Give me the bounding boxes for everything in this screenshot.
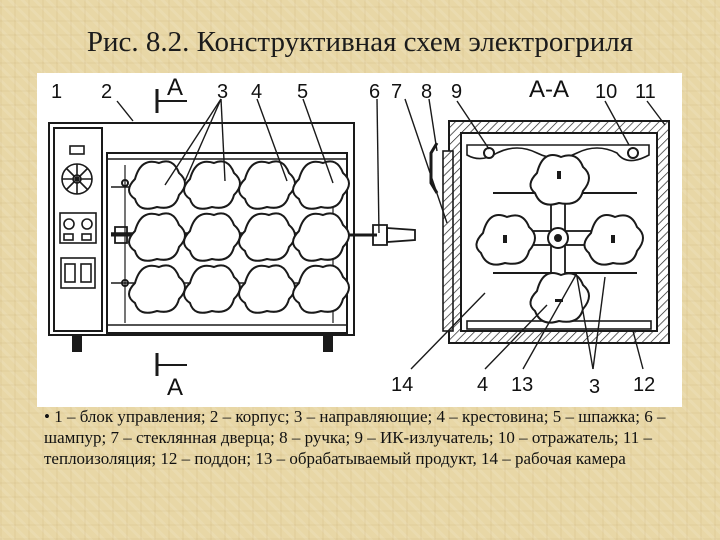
diagram-labels: 1 2 А 3 4 5 6 7 8 9 А-А 10 11 А 14 4 13 … <box>51 74 656 401</box>
label-2: 2 <box>101 81 112 103</box>
label-11: 11 <box>635 81 656 103</box>
ir-emitter-left <box>483 147 495 159</box>
slide-title: Рис. 8.2. Конструктивная схем электрогри… <box>86 26 634 58</box>
door-handle <box>429 142 439 194</box>
grill-schematic: 1 2 А 3 4 5 6 7 8 9 А-А 10 11 А 14 4 13 … <box>37 73 682 407</box>
figure-caption: • 1 – блок управления; 2 – корпус; 3 – н… <box>44 407 666 468</box>
product-marks <box>503 171 615 302</box>
label-3-bottom: 3 <box>589 376 600 398</box>
label-7: 7 <box>391 81 402 103</box>
label-14: 14 <box>391 374 413 396</box>
label-10: 10 <box>595 81 617 103</box>
label-13: 13 <box>511 374 533 396</box>
label-3: 3 <box>217 81 228 103</box>
label-5: 5 <box>297 81 308 103</box>
label-6: 6 <box>369 81 380 103</box>
label-8: 8 <box>421 81 432 103</box>
label-9: 9 <box>451 81 462 103</box>
fan-icon <box>61 145 93 195</box>
label-4: 4 <box>251 81 262 103</box>
drip-tray <box>466 320 652 330</box>
switch-block <box>60 257 96 289</box>
control-panel <box>53 127 103 332</box>
schematic-drawing: 1 2 А 3 4 5 6 7 8 9 А-А 10 11 А 14 4 13 … <box>48 74 670 401</box>
label-section-a-a: А-А <box>529 76 569 103</box>
label-4-bottom: 4 <box>477 374 488 396</box>
leader-lines <box>116 98 666 370</box>
label-1: 1 <box>51 81 62 103</box>
label-section-a-top: А <box>167 74 183 101</box>
ir-emitter-right <box>627 147 639 159</box>
label-12: 12 <box>633 374 655 396</box>
glass-door <box>442 150 454 332</box>
products-front <box>128 160 350 314</box>
control-knobs <box>59 212 97 244</box>
label-section-a-bottom: А <box>167 374 183 401</box>
